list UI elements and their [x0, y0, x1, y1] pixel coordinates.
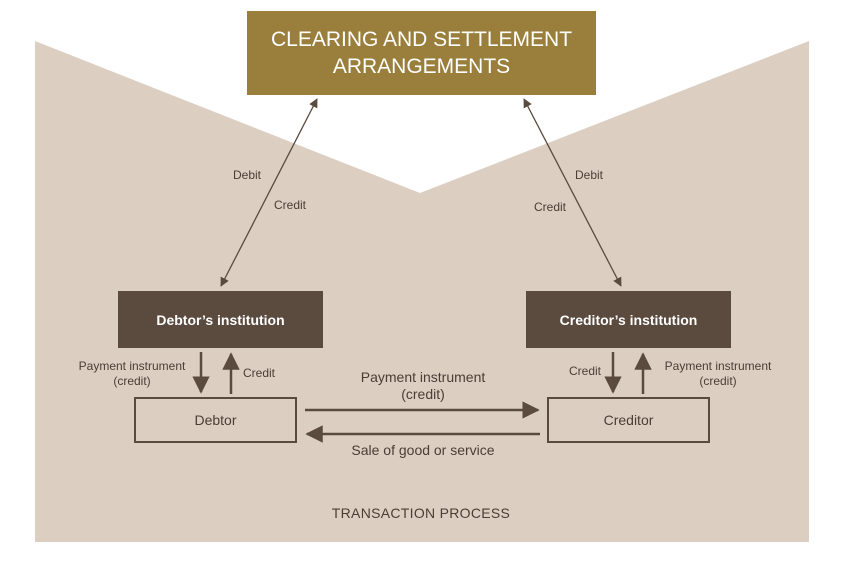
creditor-institution-box: Creditor’s institution: [526, 291, 731, 348]
left-payment-instrument-label: Payment instrument (credit): [72, 359, 192, 389]
left-up-credit-label: Credit: [243, 366, 276, 380]
clearing-settlement-box: CLEARING AND SETTLEMENT ARRANGEMENTS: [247, 11, 596, 95]
creditor-institution-label: Creditor’s institution: [559, 311, 698, 328]
left-credit-label: Credit: [274, 198, 307, 212]
debtor-institution-box: Debtor’s institution: [118, 291, 323, 348]
left-debit-label: Debit: [233, 168, 262, 182]
debtor-institution-label: Debtor’s institution: [156, 311, 285, 328]
right-diagonal-arrow: [523, 98, 622, 287]
header-line-1: CLEARING AND SETTLEMENT: [270, 28, 573, 51]
middle-payment-instrument-line-1: Payment instrument: [360, 369, 486, 385]
middle-payment-instrument-label: Payment instrument (credit): [343, 369, 503, 403]
debtor-box: Debtor: [134, 397, 297, 443]
left-payment-instrument-line-2: (credit): [113, 374, 151, 388]
right-payment-instrument-line-2: (credit): [699, 374, 737, 388]
creditor-label: Creditor: [603, 412, 654, 428]
left-diagonal-arrow: [220, 98, 318, 287]
right-payment-instrument-line-1: Payment instrument: [664, 359, 772, 373]
header-line-2: ARRANGEMENTS: [332, 55, 511, 78]
right-payment-instrument-label: Payment instrument (credit): [657, 359, 779, 389]
right-down-credit-label: Credit: [569, 364, 602, 378]
right-credit-label: Credit: [534, 200, 567, 214]
sale-label: Sale of good or service: [351, 442, 495, 458]
creditor-box: Creditor: [547, 397, 710, 443]
transaction-process-title: TRANSACTION PROCESS: [331, 505, 511, 521]
middle-payment-instrument-line-2: (credit): [401, 386, 445, 402]
left-payment-instrument-line-1: Payment instrument: [78, 359, 186, 373]
right-debit-label: Debit: [575, 168, 604, 182]
debtor-label: Debtor: [194, 412, 237, 428]
